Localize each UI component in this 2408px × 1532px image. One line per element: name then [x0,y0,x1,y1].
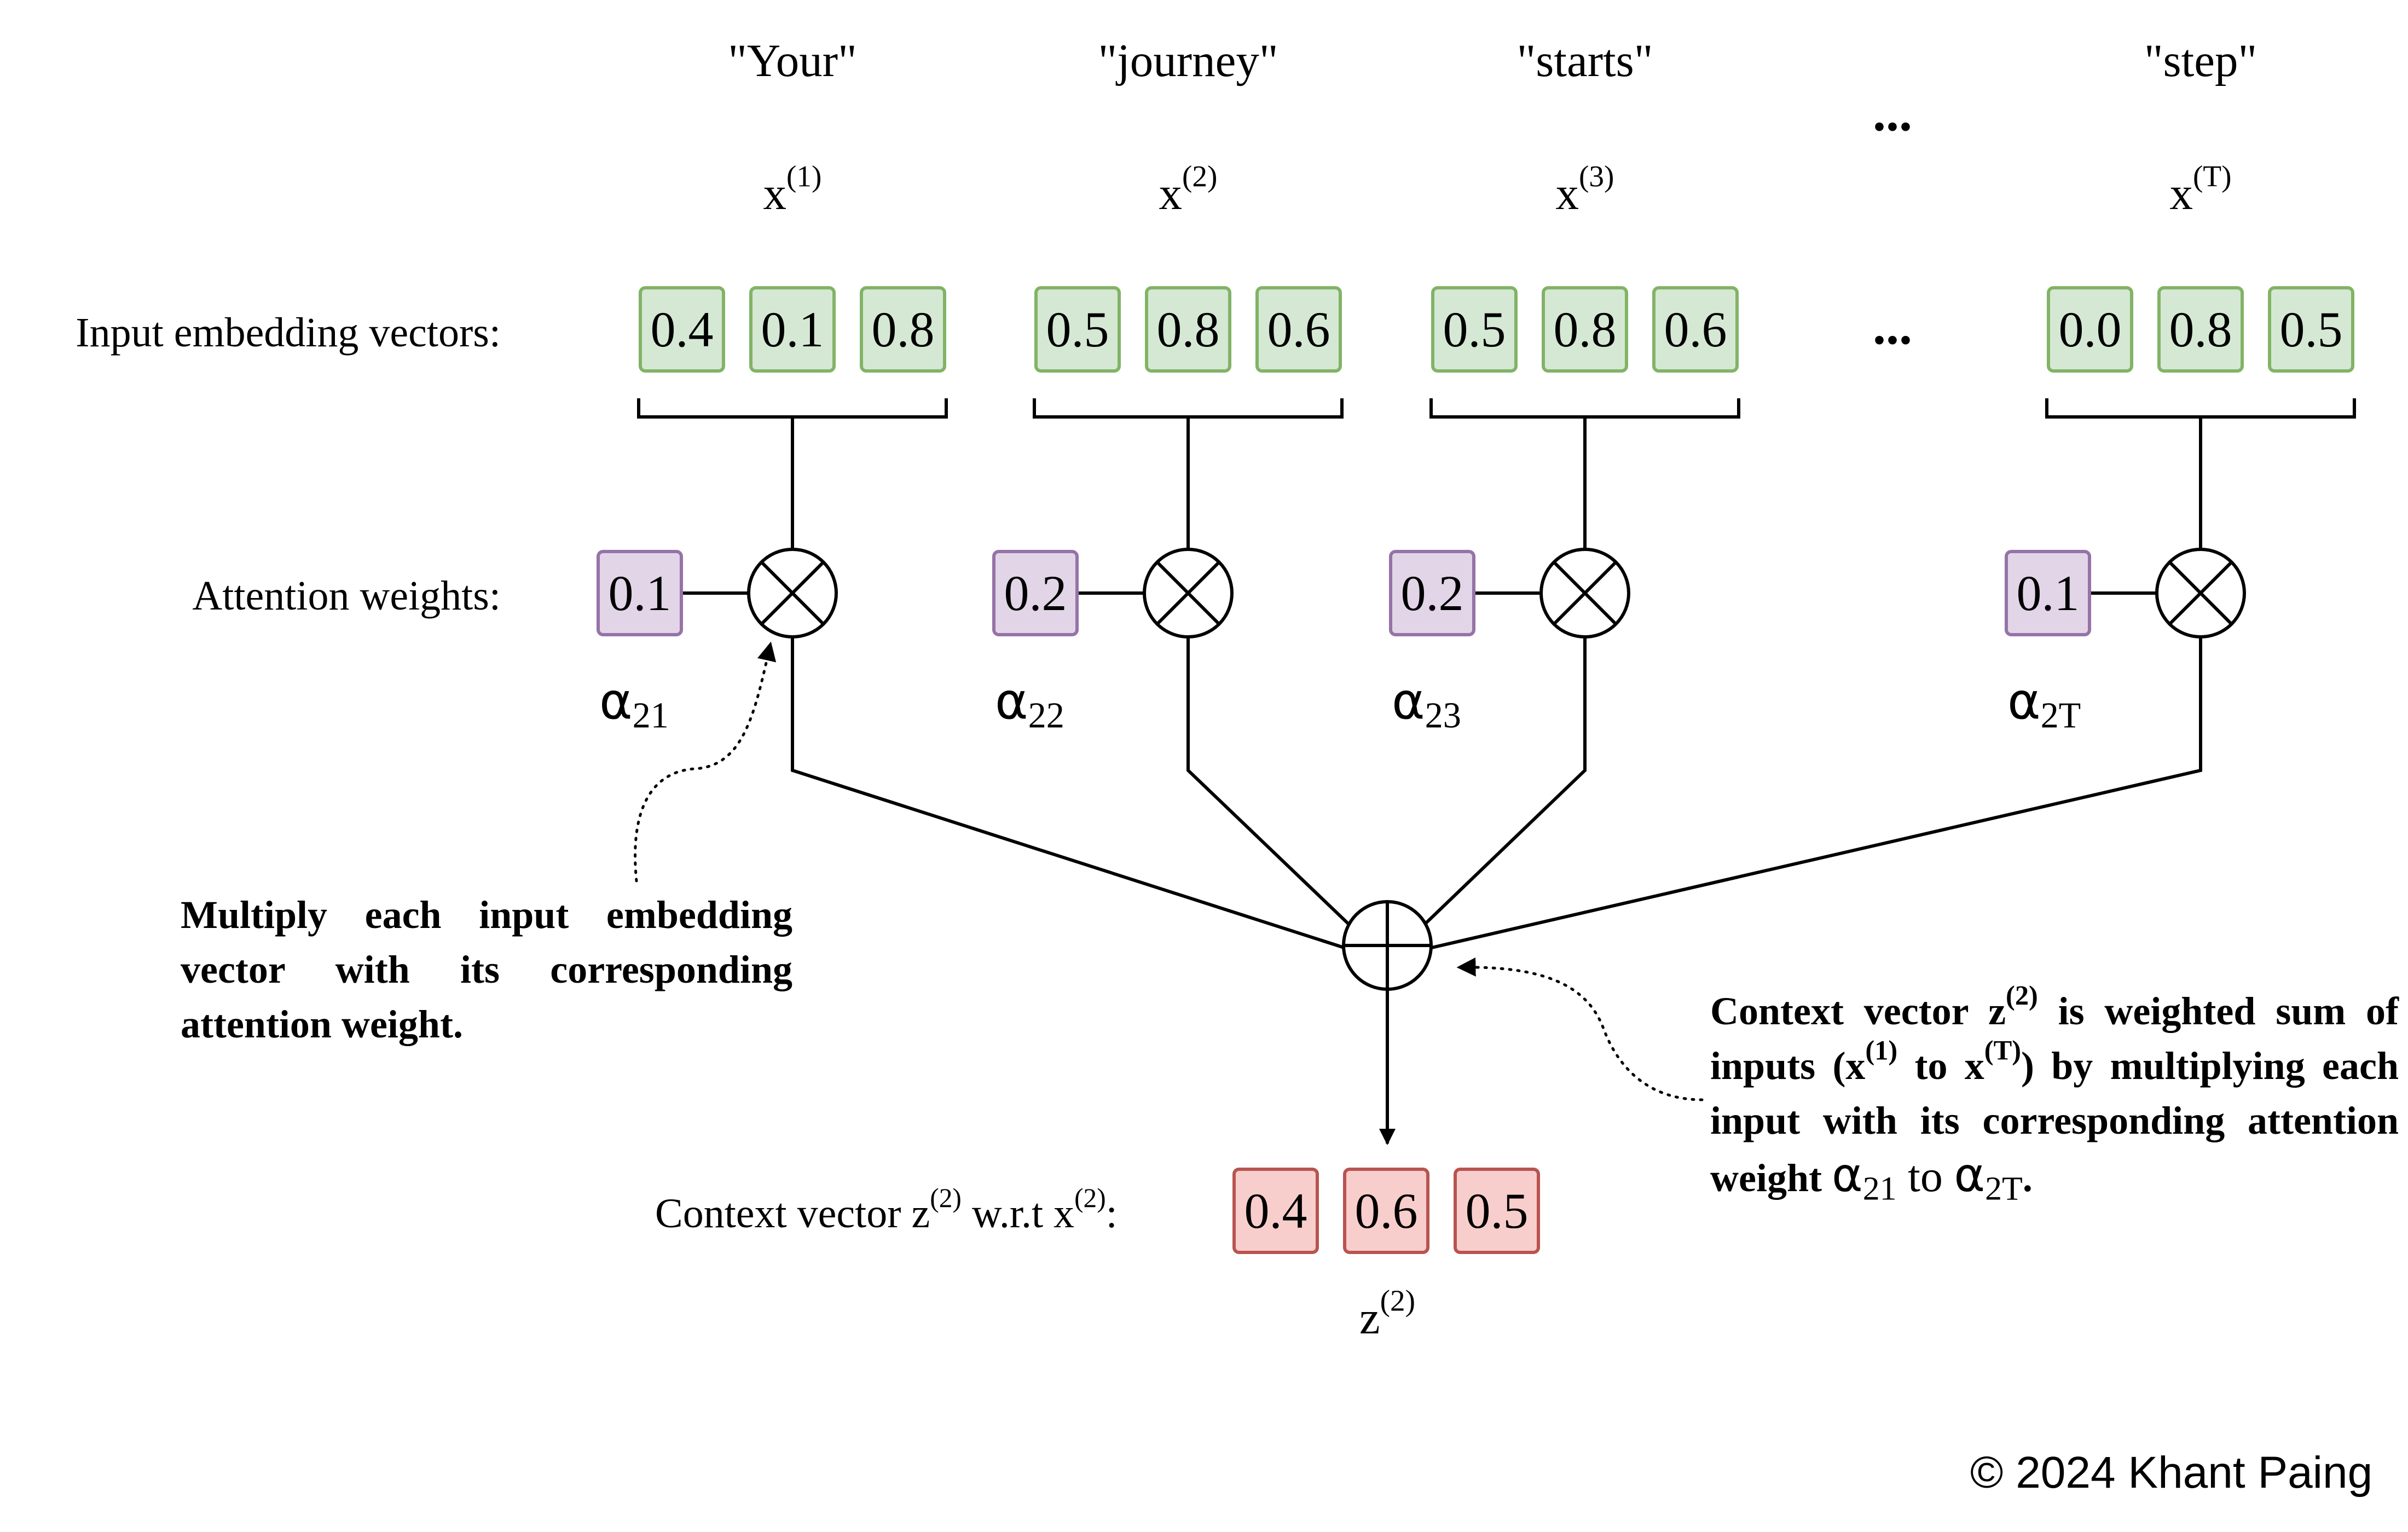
attention-weight-cell: 0.2 [992,550,1079,636]
copyright-text: © 2024 Khant Paing [1970,1448,2373,1498]
context-vector-cell: 0.4 [1232,1168,1319,1254]
embedding-cell: 0.8 [2157,286,2244,373]
input-label-4: x(T) [2169,159,2232,219]
alpha-label-3: α23 [1392,672,1461,736]
embedding-cell: 0.8 [1542,286,1628,373]
embedding-cell: 0.1 [749,286,836,373]
bracket-1 [637,398,948,419]
token-word-1: "Your" [728,35,857,86]
attention-weight-cell: 0.2 [1389,550,1475,636]
input-label-2: x(2) [1159,159,1218,219]
input-label-3: x(3) [1555,159,1614,219]
embedding-cell: 0.8 [1145,286,1231,373]
token-word-3: "starts" [1516,35,1653,86]
attention-weights-label: Attention weights: [192,573,501,619]
ellipsis-middle: ... [1873,297,1912,355]
embedding-cell: 0.5 [2268,286,2354,373]
embedding-cell: 0.6 [1652,286,1739,373]
embedding-cell: 0.6 [1255,286,1342,373]
embedding-cell: 0.5 [1431,286,1518,373]
embedding-cell: 0.8 [860,286,946,373]
embedding-cell: 0.4 [639,286,725,373]
multiply-note: Multiply each input embedding vector wit… [181,893,792,1046]
context-note-arrow [1456,957,1704,1101]
context-note: Context vector z(2) is weighted sum of i… [1710,980,2399,1208]
alpha-label-2: α22 [995,672,1064,736]
path-to-sum-2 [1186,637,1358,933]
token-word-4: "step" [2144,35,2258,86]
path-to-sum-1 [791,637,1345,949]
bracket-4 [2045,398,2356,419]
input-embeddings-label: Input embedding vectors: [76,310,501,356]
multiply-circle-2 [1143,548,1234,639]
bracket-3 [1429,398,1740,419]
sum-circle [1342,900,1433,991]
bracket-2 [1033,398,1344,419]
embedding-cell: 0.0 [2047,286,2133,373]
input-label-1: x(1) [763,159,822,219]
multiply-note-arrow [634,641,777,883]
context-vector-symbol: z(2) [1359,1284,1416,1344]
path-to-sum-4 [1431,637,2202,949]
multiply-circle-4 [2155,548,2246,639]
embedding-cell: 0.5 [1034,286,1121,373]
multiply-circle-3 [1539,548,1630,639]
ellipsis-top: ... [1873,83,1912,142]
alpha-label-4: α2T [2007,672,2081,736]
path-to-sum-3 [1416,637,1587,933]
token-word-2: "journey" [1098,35,1278,86]
context-vector-cell: 0.6 [1343,1168,1429,1254]
context-vector-cell: 0.5 [1454,1168,1540,1254]
multiply-circle-1 [747,548,838,639]
attention-weight-cell: 0.1 [597,550,683,636]
alpha-label-1: α21 [599,672,669,736]
context-vector-label: Context vector z(2) w.r.t x(2): [655,1182,1118,1237]
attention-weight-cell: 0.1 [2005,550,2091,636]
